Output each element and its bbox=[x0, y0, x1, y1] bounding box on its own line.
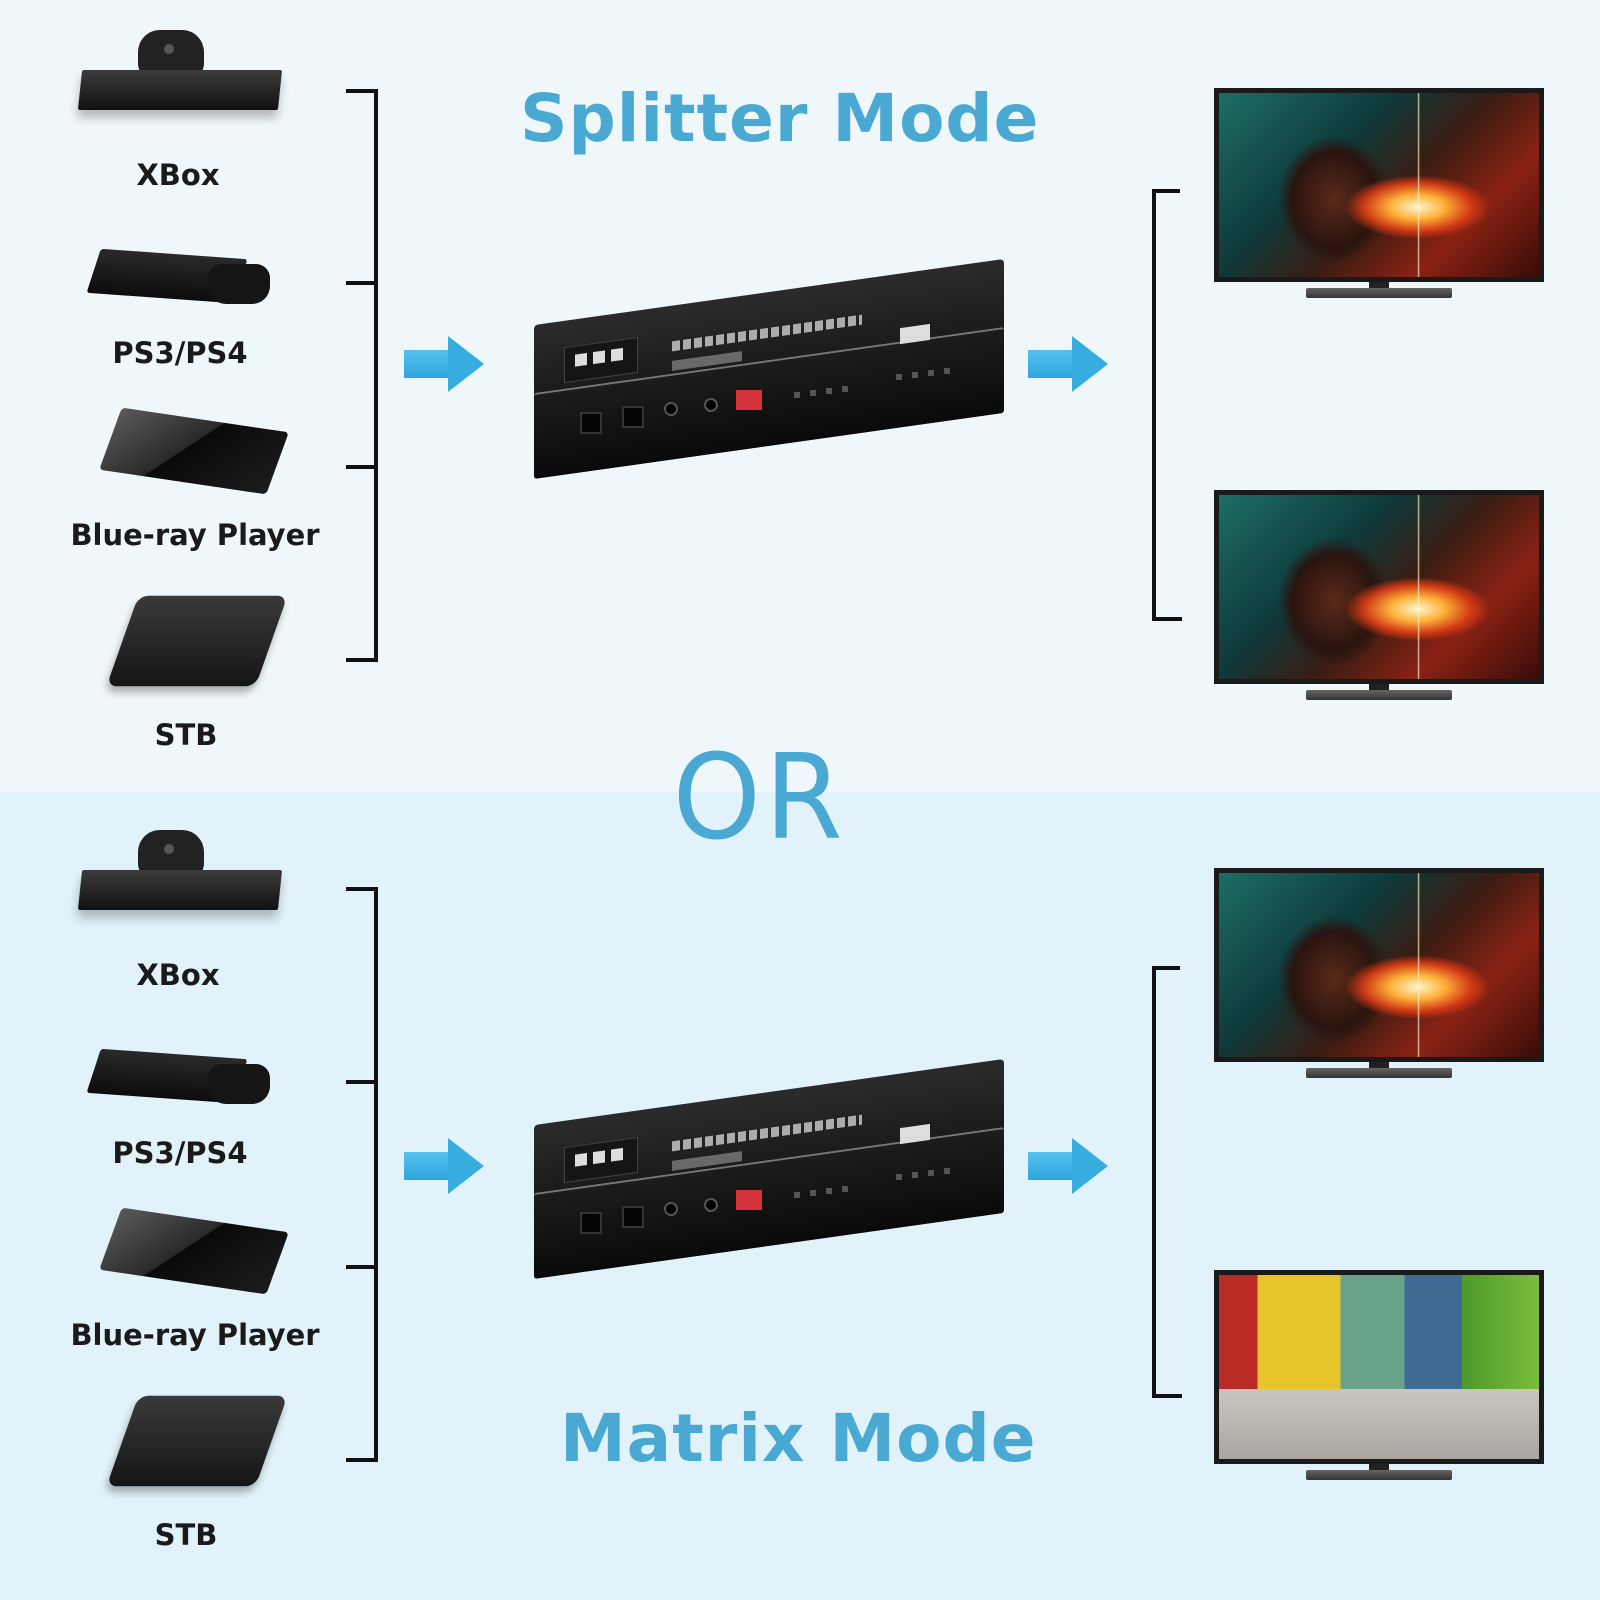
arrow-right-icon bbox=[404, 1138, 484, 1194]
hdmi-matrix-switch-device bbox=[524, 1058, 1004, 1280]
source-label: PS3/PS4 bbox=[112, 1136, 248, 1170]
bluray-player-icon bbox=[92, 407, 292, 504]
output-bracket bbox=[1152, 189, 1156, 621]
bracket-tick bbox=[346, 465, 376, 469]
audio-jack-icon bbox=[704, 398, 718, 412]
bracket-tick bbox=[1152, 966, 1180, 970]
bluray-player-icon bbox=[92, 1207, 292, 1304]
splitter-mode-title: Splitter Mode bbox=[520, 80, 1040, 157]
dip-switch-icon bbox=[736, 1190, 762, 1210]
source-label: Blue-ray Player bbox=[70, 1318, 320, 1352]
tv-output-2 bbox=[1214, 1270, 1544, 1486]
bracket-tick bbox=[1152, 1394, 1182, 1398]
input-bracket bbox=[374, 887, 378, 1462]
optical-port-icon bbox=[580, 1212, 602, 1234]
set-top-box-icon bbox=[96, 1392, 288, 1502]
hdmi-matrix-switch-device bbox=[524, 258, 1004, 480]
audio-jack-icon bbox=[704, 1198, 718, 1212]
bracket-tick bbox=[346, 89, 376, 93]
colorful-street-scene bbox=[1214, 1270, 1544, 1464]
xbox-console-icon bbox=[77, 30, 290, 140]
bracket-tick bbox=[1152, 617, 1182, 621]
audio-jack-icon bbox=[664, 402, 678, 416]
or-separator: OR bbox=[672, 728, 847, 866]
race-car-scene bbox=[1214, 88, 1544, 282]
optical-port-icon bbox=[622, 1206, 644, 1228]
bracket-tick bbox=[346, 1458, 376, 1462]
playstation-console-icon bbox=[84, 240, 284, 320]
optical-port-icon bbox=[622, 406, 644, 428]
source-label: PS3/PS4 bbox=[112, 336, 248, 370]
bracket-tick bbox=[346, 281, 376, 285]
tv-output-2 bbox=[1214, 490, 1544, 706]
bracket-tick bbox=[1152, 189, 1180, 193]
optical-port-icon bbox=[580, 412, 602, 434]
race-car-scene bbox=[1214, 868, 1544, 1062]
source-label: XBox bbox=[136, 958, 220, 992]
arrow-right-icon bbox=[404, 336, 484, 392]
tv-output-1 bbox=[1214, 868, 1544, 1084]
xbox-console-icon bbox=[77, 830, 290, 940]
arrow-right-icon bbox=[1028, 336, 1108, 392]
source-label: STB bbox=[154, 1518, 218, 1552]
matrix-mode-title: Matrix Mode bbox=[560, 1400, 1037, 1477]
source-label: Blue-ray Player bbox=[70, 518, 320, 552]
dip-switch-icon bbox=[736, 390, 762, 410]
tv-output-1 bbox=[1214, 88, 1544, 304]
bracket-tick bbox=[346, 658, 376, 662]
input-bracket bbox=[374, 89, 378, 662]
arrow-right-icon bbox=[1028, 1138, 1108, 1194]
bracket-tick bbox=[346, 887, 376, 891]
bracket-tick bbox=[346, 1265, 376, 1269]
source-label: XBox bbox=[136, 158, 220, 192]
set-top-box-icon bbox=[96, 592, 288, 702]
playstation-console-icon bbox=[84, 1040, 284, 1120]
source-label: STB bbox=[154, 718, 218, 752]
race-car-scene bbox=[1214, 490, 1544, 684]
bracket-tick bbox=[346, 1080, 376, 1084]
audio-jack-icon bbox=[664, 1202, 678, 1216]
output-bracket bbox=[1152, 966, 1156, 1398]
